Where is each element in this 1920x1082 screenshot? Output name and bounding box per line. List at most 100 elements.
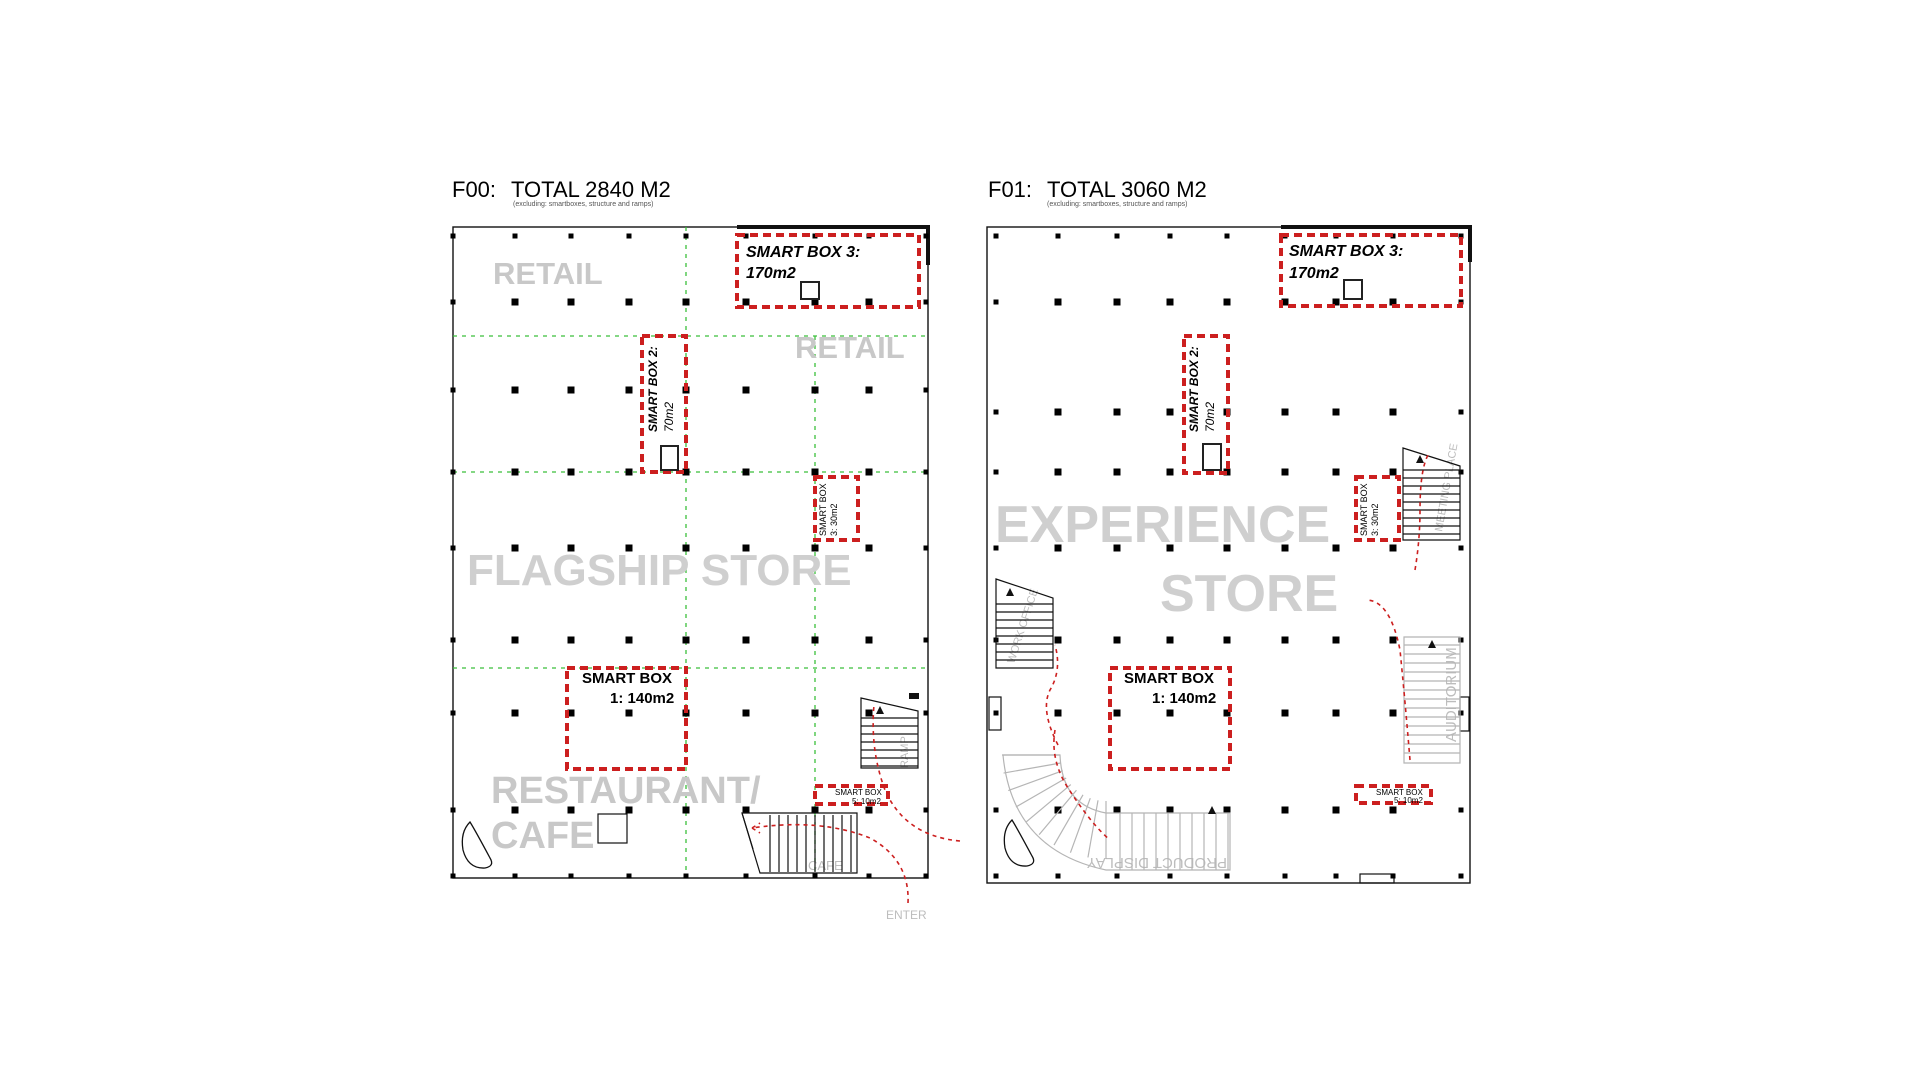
column-marker <box>683 233 689 239</box>
column-marker <box>811 709 819 717</box>
f00-smart-box-1-area: 1: 140m2 <box>610 690 674 707</box>
f01-curved-ramp-icon <box>1002 754 1231 871</box>
column-marker <box>993 469 999 475</box>
column-marker <box>923 873 929 879</box>
f01-smart-box-2-title: SMART BOX 2: <box>1187 346 1201 432</box>
column-marker <box>511 298 519 306</box>
column-marker <box>450 710 456 716</box>
stair-tread <box>1008 770 1063 792</box>
column-marker <box>1458 710 1464 716</box>
f01-smart-box-1 <box>1108 666 1232 771</box>
column-marker <box>811 636 819 644</box>
f01-floor-label: F01: <box>988 177 1032 202</box>
column-marker <box>811 468 819 476</box>
f00-ramp-label: RAMP <box>899 736 911 768</box>
column-marker <box>1054 709 1062 717</box>
column-marker <box>1281 636 1289 644</box>
f01-auditorium-stair-icon <box>1403 636 1461 764</box>
floor-f00: F00: TOTAL 2840 M2 (excluding: smartboxe… <box>450 177 961 922</box>
column-marker <box>682 544 690 552</box>
column-marker <box>682 468 690 476</box>
stair-tread <box>1053 794 1084 846</box>
f00-retail-label-b: RETAIL <box>795 330 905 365</box>
f00-total-area: TOTAL 2840 M2 <box>511 177 671 202</box>
column-marker <box>865 806 873 814</box>
column-marker <box>993 545 999 551</box>
column-marker <box>993 873 999 879</box>
column-marker <box>625 544 633 552</box>
column-marker <box>923 710 929 716</box>
f01-smart-box-3-area: 170m2 <box>1289 265 1339 282</box>
column-marker <box>1114 233 1120 239</box>
column-marker <box>1281 544 1289 552</box>
column-marker <box>743 233 749 239</box>
f00-cafe-small-label: CAFE <box>808 858 843 873</box>
f01-smart-box-3-small-title: SMART BOX <box>1359 483 1369 536</box>
column-marker <box>1332 298 1340 306</box>
column-marker <box>1113 636 1121 644</box>
f00-ramp-stair-icon <box>860 697 919 769</box>
column-marker <box>625 636 633 644</box>
column-marker <box>865 636 873 644</box>
column-marker <box>511 636 519 644</box>
column-marker <box>811 806 819 814</box>
column-marker <box>567 386 575 394</box>
column-marker <box>1332 709 1340 717</box>
f00-main-stair-icon <box>741 812 858 874</box>
f01-product-display-label: PRODUCT DISPLAY <box>1087 854 1227 871</box>
column-marker <box>567 709 575 717</box>
column-marker <box>1054 806 1062 814</box>
column-marker <box>742 386 750 394</box>
column-marker <box>1054 298 1062 306</box>
f01-sculpture-shape <box>1003 818 1035 867</box>
column-marker <box>1281 709 1289 717</box>
column-marker <box>625 386 633 394</box>
f00-area-note: (excluding: smartboxes, structure and ra… <box>513 201 653 208</box>
column-marker <box>742 468 750 476</box>
column-marker <box>450 807 456 813</box>
column-marker <box>811 386 819 394</box>
column-marker <box>1332 636 1340 644</box>
column-marker <box>567 636 575 644</box>
column-marker <box>511 806 519 814</box>
column-marker <box>1332 408 1340 416</box>
column-marker <box>1389 544 1397 552</box>
column-marker <box>993 807 999 813</box>
f01-area-note: (excluding: smartboxes, structure and ra… <box>1047 201 1187 208</box>
f00-flagship-store-label: FLAGSHIP STORE <box>467 546 852 595</box>
column-marker <box>682 636 690 644</box>
f01-auditorium-label: AUDITORIUM <box>1443 647 1460 742</box>
f00-smart-box-1-title: SMART BOX <box>582 670 672 687</box>
column-marker <box>993 299 999 305</box>
f01-work-office-label: WORK OFFICE <box>1005 587 1040 665</box>
column-marker <box>625 806 633 814</box>
column-marker <box>1223 298 1231 306</box>
column-marker <box>993 233 999 239</box>
f00-smart-box-3-small-title: SMART BOX <box>818 483 828 536</box>
f00-retail-label-a: RETAIL <box>493 256 603 291</box>
column-marker <box>993 409 999 415</box>
f00-thick-wall <box>737 225 930 265</box>
column-marker <box>1166 709 1174 717</box>
column-marker <box>993 710 999 716</box>
column-marker <box>1113 806 1121 814</box>
column-marker <box>1389 636 1397 644</box>
column-marker <box>742 544 750 552</box>
column-marker <box>742 709 750 717</box>
f01-meeting-place-label: MEETING PLACE <box>1433 443 1460 533</box>
column-marker <box>865 298 873 306</box>
column-marker <box>1458 469 1464 475</box>
f01-smart-box-2-core <box>1202 443 1222 471</box>
f01-smart-box-3-core <box>1343 279 1363 300</box>
f01-smart-box-1-title: SMART BOX <box>1124 670 1214 687</box>
ramp-arrow-icon <box>1208 806 1216 814</box>
column-marker <box>450 545 456 551</box>
f00-smart-box-3-core <box>800 281 820 300</box>
f00-wall-marker <box>909 693 919 699</box>
f01-store-label: STORE <box>1160 565 1338 623</box>
column-marker <box>923 387 929 393</box>
column-marker <box>1333 873 1339 879</box>
f01-smart-box-5-title: SMART BOX <box>1376 788 1423 797</box>
column-marker <box>1223 806 1231 814</box>
